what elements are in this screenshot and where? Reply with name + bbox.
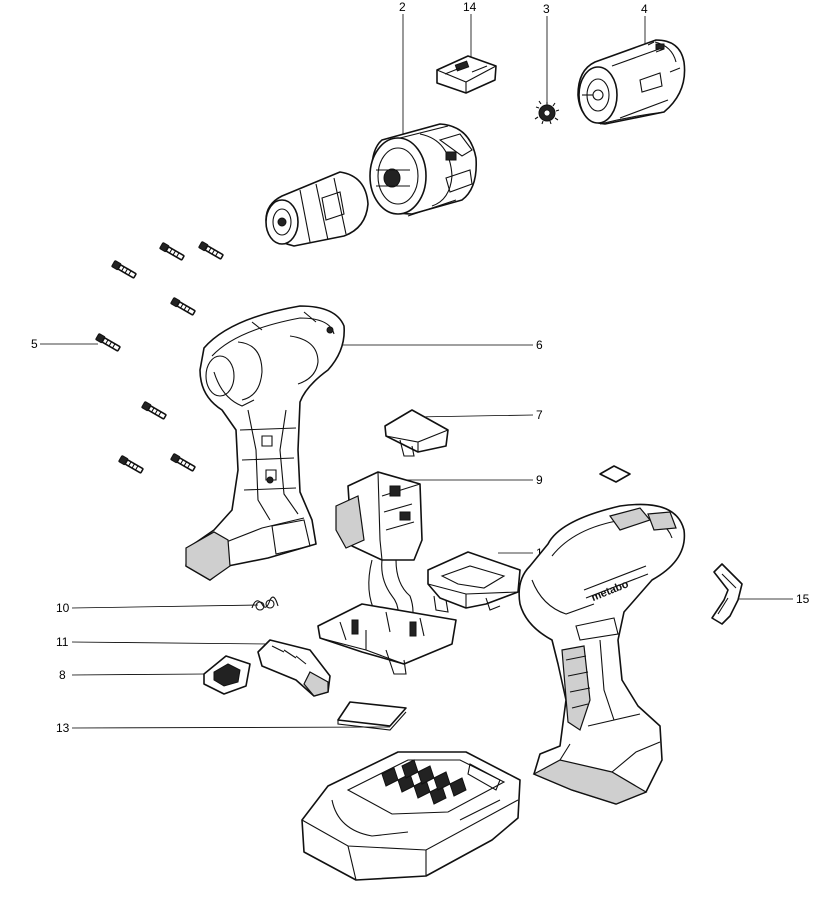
callout-11: 11 (56, 635, 69, 649)
callout-5: 5 (31, 337, 38, 351)
callout-3: 3 (543, 2, 550, 16)
callout-2: 2 (399, 0, 406, 14)
screw (198, 241, 224, 260)
screw (159, 242, 185, 261)
callout-6: 6 (536, 338, 543, 352)
part-2-gearbox-chuck (265, 123, 478, 247)
screw (170, 297, 196, 316)
pad-small (599, 465, 631, 483)
part-12-contact-holder (427, 551, 521, 613)
part-13-label-plate (337, 701, 407, 731)
battery-vents (381, 759, 467, 805)
part-7-cover (384, 409, 449, 457)
part-6-housing-left (185, 305, 345, 581)
part-11-slider (257, 639, 331, 697)
leader-lines (40, 14, 793, 729)
callout-7: 7 (536, 408, 543, 422)
part-3-pinion-gear (534, 100, 560, 125)
callout-14: 14 (463, 0, 477, 14)
screw (111, 260, 137, 279)
screw (118, 455, 144, 474)
housing-right: metabo (518, 503, 686, 805)
callout-4: 4 (641, 2, 648, 16)
callout-10: 10 (56, 601, 70, 615)
part-4-motor (577, 39, 686, 125)
screw (95, 333, 121, 352)
callout-8: 8 (59, 668, 66, 682)
callout-13: 13 (56, 721, 70, 735)
part-10-spring (251, 596, 279, 611)
screw (141, 401, 167, 420)
callout-9: 9 (536, 473, 543, 487)
battery-pack (301, 751, 521, 881)
part-5-screws (95, 241, 224, 474)
part-9-switch-assembly (317, 471, 457, 675)
screw (170, 453, 196, 472)
part-15-belt-hook (711, 563, 743, 625)
part-14-contact-clip (436, 55, 497, 94)
part-8-lens (203, 655, 251, 695)
callout-15: 15 (796, 592, 810, 606)
